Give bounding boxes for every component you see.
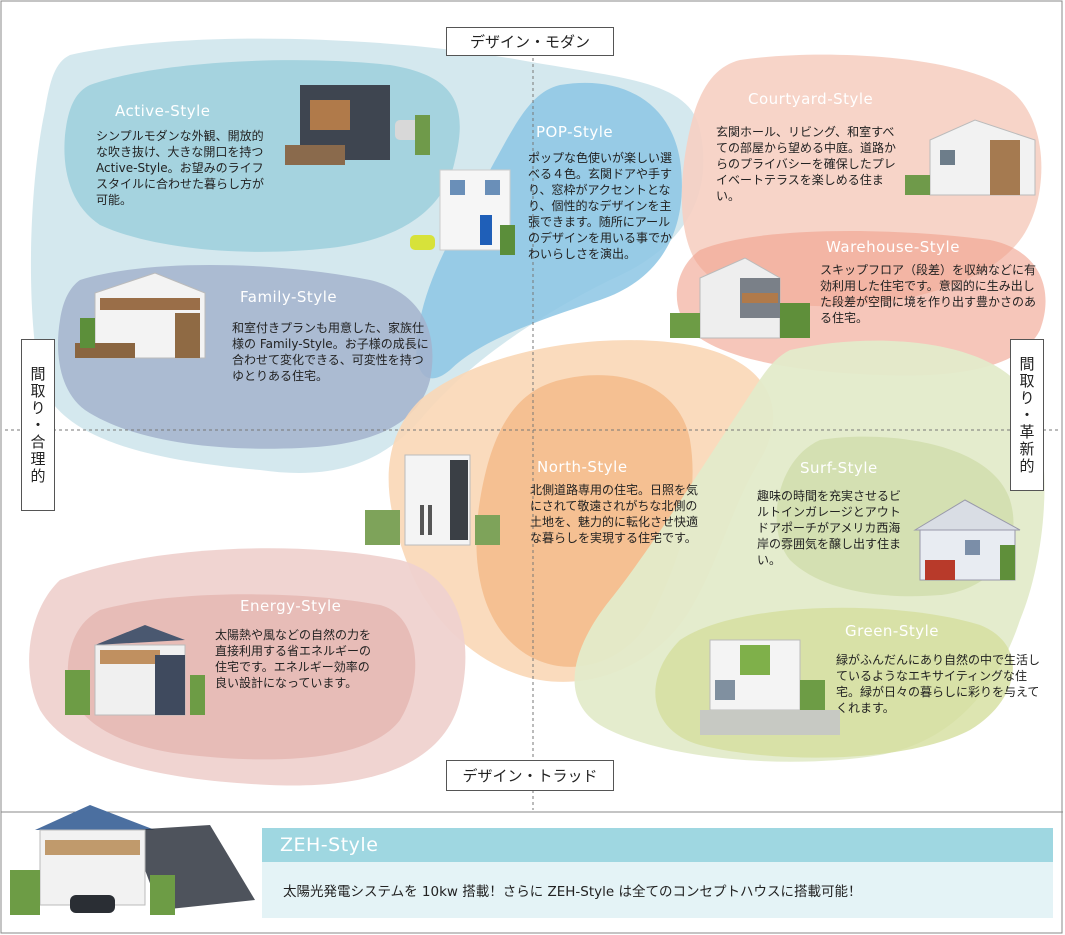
active-style-desc: シンプルモダンな外観、開放的な吹き抜け、大きな開口を持つ Active-Styl…	[96, 129, 265, 207]
warehouse-style-title: Warehouse-Style	[826, 238, 960, 256]
blob-warehouse	[676, 230, 1046, 376]
surf-style-title: Surf-Style	[800, 459, 878, 477]
family-style-desc: 和室付きプランも用意した、家族仕様の Family-Style。お子様の成長に合…	[232, 321, 429, 383]
surf-style-desc: 趣味の時間を充実させるビルトインガレージとアウトドアポーチがアメリカ西海岸の雰囲…	[757, 489, 902, 567]
energy-style-title: Energy-Style	[240, 597, 342, 615]
pop-style-title: POP-Style	[536, 123, 614, 141]
house-energy	[65, 625, 205, 716]
warehouse-style-desc: スキップフロア（段差）を収納などに有効利用した住宅です。意図的に生み出した段差が…	[820, 263, 1037, 325]
north-style-desc: 北側道路専用の住宅。日照を気にされて敬遠されがちな北側の土地を、魅力的に転化させ…	[530, 483, 699, 545]
house-warehouse	[670, 257, 810, 339]
green-style-title: Green-Style	[845, 622, 940, 640]
axis-left-label: 間取り・合理的	[21, 339, 55, 511]
house-green	[700, 639, 840, 735]
axis-right-label: 間取り・革新的	[1010, 339, 1044, 491]
axis-bottom-label: デザイン・トラッド	[446, 760, 614, 791]
blob-pop	[416, 82, 682, 379]
house-pop	[410, 169, 515, 255]
zeh-desc-panel	[262, 862, 1053, 918]
zeh-style-title: ZEH-Style	[280, 834, 379, 856]
active-style-title: Active-Style	[115, 102, 211, 120]
energy-style-desc: 太陽熱や風などの自然の力を直接利用する省エネルギーの住宅です。エネルギー効率の良…	[215, 628, 372, 690]
pop-style-desc: ポップな色使いが楽しい選べる４色。玄関ドアや手すり、窓枠がアクセントとなり、個性…	[528, 151, 673, 261]
zeh-style-desc: 太陽光発電システムを 10kw 搭載！さらに ZEH-Style は全てのコンセ…	[283, 884, 862, 900]
house-north	[365, 454, 500, 546]
house-family	[75, 272, 206, 359]
house-surf	[913, 499, 1021, 581]
house-courtyard	[905, 119, 1036, 196]
zeh-title-bar	[262, 828, 1053, 862]
north-style-title: North-Style	[537, 458, 628, 476]
house-active	[285, 85, 430, 165]
family-style-title: Family-Style	[240, 288, 338, 306]
house-zeh	[10, 805, 255, 915]
courtyard-style-desc: 玄関ホール、リビング、和室すべての部屋から望める中庭。道路からのプライバシーを確…	[716, 125, 897, 203]
courtyard-style-title: Courtyard-Style	[748, 90, 874, 108]
green-style-desc: 緑がふんだんにあり自然の中で生活しているようなエキサイティングな住宅。緑が日々の…	[836, 653, 1041, 715]
axis-top-label: デザイン・モダン	[446, 27, 614, 56]
